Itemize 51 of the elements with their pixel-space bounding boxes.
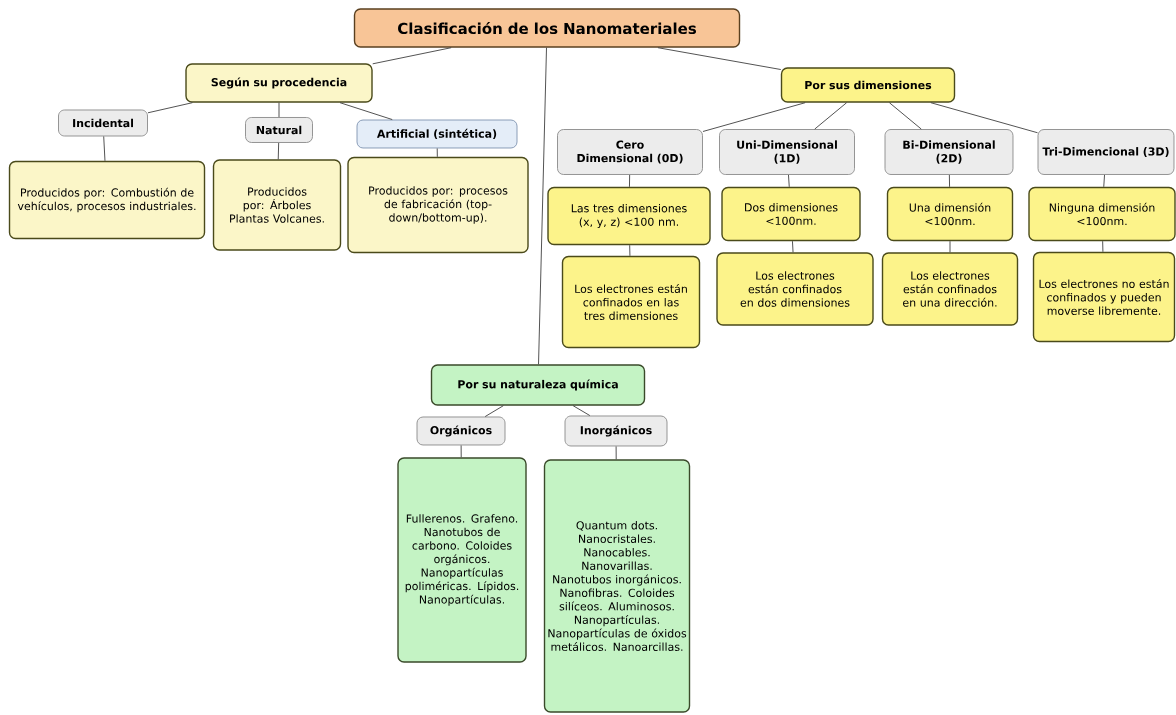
category-box: Natural — [245, 117, 313, 143]
concept-box: Dos dimensiones <100nm. — [721, 186, 861, 242]
concept-box: Los electrones están confinados en las tres dimensiones — [561, 255, 701, 349]
category-box: Uni-Dimensional (1D) — [719, 129, 855, 175]
connector-line — [1102, 240, 1104, 253]
connector-line — [702, 102, 806, 132]
concept-box: Producidos por: Árboles Plantas Volcanes. — [212, 159, 342, 251]
connector-line — [657, 47, 782, 70]
connector-line — [372, 47, 452, 65]
category-box: Inorgánicos — [564, 415, 668, 447]
concept-box: Según su procedencia — [185, 63, 373, 103]
concept-box: Los electrones no están confinados y pueden moverse libremente. — [1032, 251, 1176, 343]
category-box: Orgánicos — [416, 416, 506, 446]
connector-line — [484, 405, 504, 417]
concept-box: Las tres dimensiones (x, y, z) <100 nm. — [547, 186, 711, 246]
connector-line — [1103, 174, 1105, 188]
category-box: Tri-Dimencional (3D) — [1037, 129, 1175, 175]
connector-line — [629, 244, 631, 257]
connector-line — [948, 174, 950, 188]
connector-line — [147, 102, 193, 114]
connector-line — [436, 148, 438, 158]
concept-box: Por sus dimensiones — [780, 67, 956, 103]
category-box: Incidental — [58, 109, 148, 137]
connector-line — [339, 102, 393, 120]
connector-line — [460, 445, 462, 458]
concept-box: Fullerenos. Grafeno. Nanotubos de carbono. Coloides orgánicos. Nanopartículas poliméricas. Lípidos. Nanopartículas. — [397, 457, 527, 663]
connector-line — [930, 102, 1038, 134]
category-box: Bi-Dimensional (2D) — [884, 129, 1014, 175]
concept-box: Ninguna dimensión <100nm. — [1028, 186, 1176, 242]
connector-line — [814, 102, 848, 130]
concept-box: Por su naturaleza química — [430, 364, 646, 406]
concept-box: Los electrones están confinados en una dirección. — [881, 252, 1019, 326]
connector-line — [888, 102, 922, 130]
title-box: Clasificación de los Nanomateriales — [353, 8, 741, 48]
concept-box: Una dimensión <100nm. — [886, 186, 1014, 242]
connector-line — [278, 102, 280, 118]
concept-box: Producidos por: Combustión de vehículos, procesos industriales. — [8, 160, 206, 240]
category-box: Artificial (sintética) — [356, 119, 518, 149]
concept-box: Quantum dots. Nanocristales. Nanocables. Nanovarillas. Nanotubos inorgánicos. Nanofibras. Coloides silíceos. Aluminosos. Nanopartículas. Nanopartículas de óxidos metálicos. Nanoarcillas. — [543, 459, 691, 713]
connector-line — [538, 47, 547, 365]
connector-line — [629, 174, 631, 188]
connector-line — [572, 405, 591, 416]
concept-box: Los electrones están confinados en dos dimensiones — [716, 252, 874, 326]
connector-line — [103, 136, 106, 162]
connector-line — [788, 174, 790, 188]
category-box: Cero Dimensional (0D) — [557, 129, 703, 175]
concept-box: Producidos por: procesos de fabricación (top-down/bottom-up). — [347, 156, 529, 254]
connector-line — [615, 446, 617, 460]
connector-line — [277, 142, 280, 160]
connector-line — [949, 240, 951, 253]
connector-line — [792, 240, 794, 253]
